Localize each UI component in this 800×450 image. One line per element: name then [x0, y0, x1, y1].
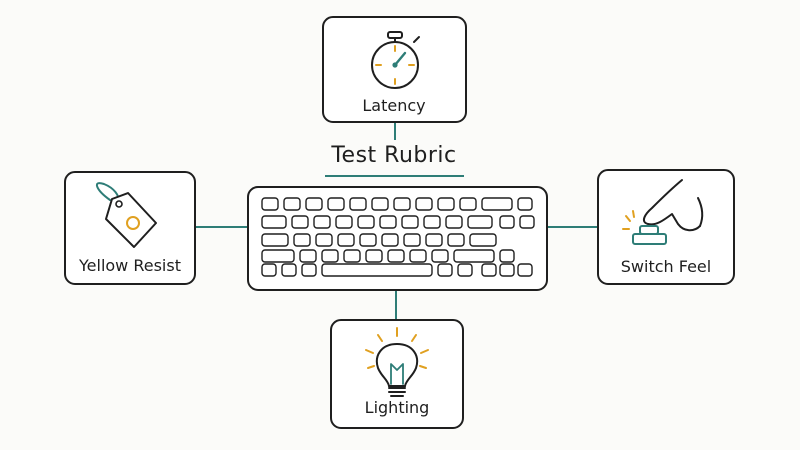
- keyboard-key: [403, 233, 421, 247]
- keyboard-key: [359, 233, 377, 247]
- keyboard-key: [379, 215, 397, 229]
- keyboard-key: [519, 215, 535, 229]
- node-label-yellow-resist: Yellow Resist: [79, 256, 181, 275]
- keyboard-key: [447, 233, 465, 247]
- keyboard-key: [499, 263, 515, 277]
- connectors: [195, 122, 598, 320]
- keyboard-key: [393, 197, 411, 211]
- node-label-switch-feel: Switch Feel: [620, 257, 712, 276]
- keyboard-key: [293, 233, 311, 247]
- keyboard-key: [453, 249, 495, 263]
- keyboard-key: [299, 249, 317, 263]
- keyboard-key: [469, 233, 497, 247]
- keyboard-key: [261, 215, 287, 229]
- keyboard-key: [437, 263, 453, 277]
- keyboard-key: [261, 263, 277, 277]
- node-box-switch-feel: [597, 169, 735, 285]
- keyboard-key: [315, 233, 333, 247]
- node-label-lighting: Lighting: [364, 398, 430, 417]
- keyboard-key: [415, 197, 433, 211]
- keyboard-key: [437, 197, 455, 211]
- keyboard-key: [365, 249, 383, 263]
- keyboard-key: [431, 249, 449, 263]
- keyboard-key: [401, 215, 419, 229]
- keyboard-key: [313, 215, 331, 229]
- keyboard-key: [459, 197, 477, 211]
- keyboard-key: [335, 215, 353, 229]
- keyboard-key: [409, 249, 427, 263]
- keyboard-key: [283, 197, 301, 211]
- price-tag-icon: [95, 182, 157, 248]
- keyboard-key: [387, 249, 405, 263]
- keyboard-key: [499, 215, 515, 229]
- keyboard-key: [425, 233, 443, 247]
- keyboard-icon: [247, 186, 548, 291]
- keyboard-key: [467, 215, 493, 229]
- keyboard-key: [327, 197, 345, 211]
- keyboard-key: [481, 263, 497, 277]
- keyboard-key: [301, 263, 317, 277]
- keyboard-key: [281, 263, 297, 277]
- keyboard-key: [457, 263, 473, 277]
- keyboard-key: [423, 215, 441, 229]
- stopwatch-icon: [371, 31, 420, 89]
- diagram-title: Test Rubric: [331, 143, 457, 168]
- keyboard-key: [499, 249, 515, 263]
- keyboard-key: [321, 249, 339, 263]
- keyboard-key: [291, 215, 309, 229]
- keyboard-key: [337, 233, 355, 247]
- keyboard-key: [349, 197, 367, 211]
- keyboard-key: [357, 215, 375, 229]
- keyboard-key: [261, 233, 289, 247]
- keyboard-key: [371, 197, 389, 211]
- keyboard-key: [305, 197, 323, 211]
- keyboard-key: [381, 233, 399, 247]
- keyboard-key: [343, 249, 361, 263]
- light-bulb-icon: [365, 327, 429, 397]
- node-label-latency: Latency: [362, 96, 426, 115]
- keyboard-key: [517, 263, 533, 277]
- keyboard-key: [481, 197, 513, 211]
- finger-press-switch-icon: [622, 179, 704, 245]
- keyboard-key: [517, 197, 533, 211]
- keyboard-key: [261, 249, 295, 263]
- keyboard-key: [321, 263, 433, 277]
- keyboard-key: [261, 197, 279, 211]
- keyboard-key: [445, 215, 463, 229]
